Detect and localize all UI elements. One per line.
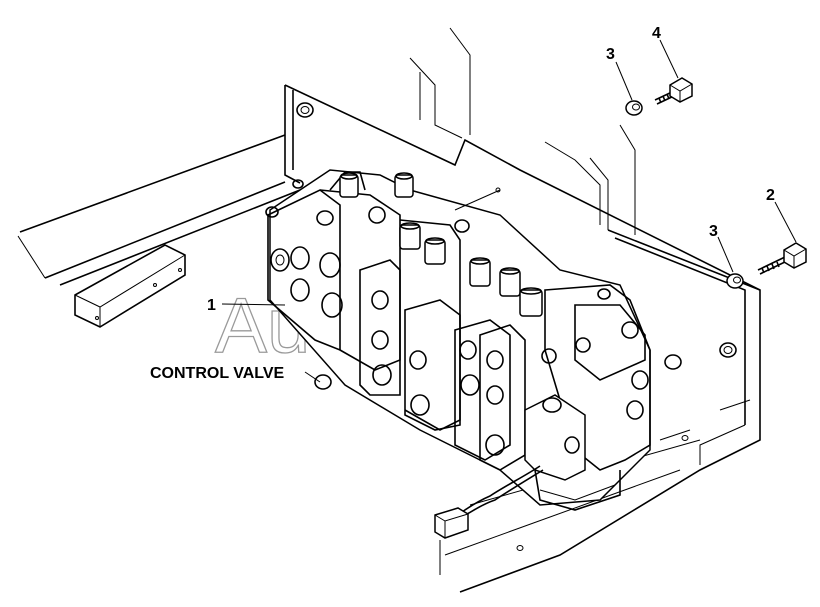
callout-4: 4: [652, 25, 661, 42]
callout-3-upper: 3: [606, 46, 615, 63]
callout-1: 1: [207, 297, 216, 314]
leader-lines: [221, 39, 797, 383]
control-valve-caption: CONTROL VALVE: [150, 365, 285, 382]
callout-2: 2: [766, 187, 775, 204]
wire-harness: [434, 465, 544, 539]
bolt-short-upper: [654, 77, 693, 105]
washer-upper: [625, 100, 643, 116]
left-rail: [17, 134, 301, 328]
callout-3-lower: 3: [709, 223, 718, 240]
washer-lower: [726, 273, 744, 289]
bolt-long-lower: [757, 242, 807, 275]
control-valve-assembly: [265, 169, 651, 511]
